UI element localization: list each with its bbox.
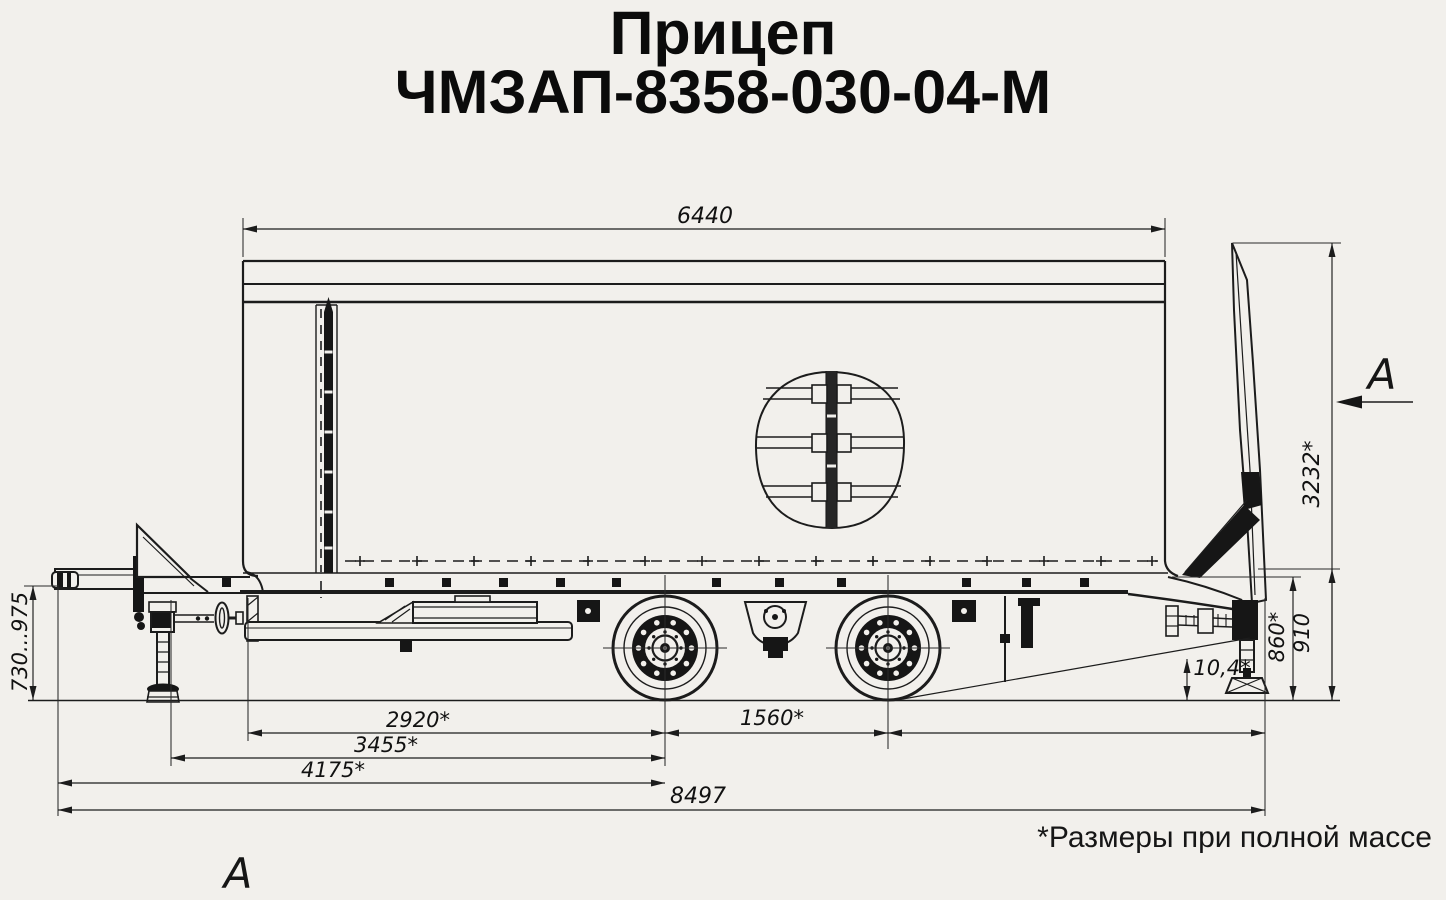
title-line-2: ЧМЗАП-8358-030-04-М	[394, 58, 1052, 126]
rear-jack	[1165, 600, 1270, 694]
footnote: *Размеры при полной массе	[1037, 821, 1432, 854]
section-label-right: А	[1365, 350, 1397, 399]
drawbar	[51, 522, 264, 630]
loading-angle-line	[896, 637, 1251, 701]
bogie-rocker	[743, 601, 808, 658]
front-jack	[146, 601, 244, 703]
underframe-equipment	[244, 595, 1040, 682]
dim-rear-frame-height: 860*	[1265, 612, 1289, 663]
dim-rear-edge-height: 910	[1290, 613, 1314, 653]
title-line-1: Прицеп	[609, 0, 837, 67]
trailer-body	[222, 259, 1179, 594]
section-arrow	[1336, 395, 1413, 409]
drawing-title: Прицеп ЧМЗАП-8358-030-04-М	[0, 0, 1446, 126]
towing-eye	[51, 571, 79, 589]
front-jack-crank	[174, 601, 244, 635]
dim-body-length: 6440	[677, 204, 733, 229]
dim-overall-height: 3232*	[1300, 441, 1325, 508]
dim-axle-base: 1560*	[740, 706, 804, 730]
extension-lines	[24, 218, 1341, 816]
dim-front-to-axle: 2920*	[386, 708, 450, 732]
dim-eye-height: 730...975	[8, 592, 32, 692]
front-stake	[315, 297, 338, 598]
dim-overall-length: 8497	[670, 784, 726, 809]
dim-support-to-axle: 3455*	[354, 733, 418, 757]
dimension-lines	[29, 225, 1413, 814]
dim-loading-angle: 10,4*	[1193, 656, 1250, 680]
ramp-raised	[1182, 242, 1268, 605]
stake-detail-callout	[754, 370, 906, 530]
dim-eye-to-axle: 4175*	[301, 758, 365, 782]
dimension-labels: 6440 2920* 1560* 3455* 4175* 8497 730...…	[8, 204, 1396, 898]
section-label-bottom: А	[221, 849, 253, 898]
toolbox	[412, 595, 538, 624]
